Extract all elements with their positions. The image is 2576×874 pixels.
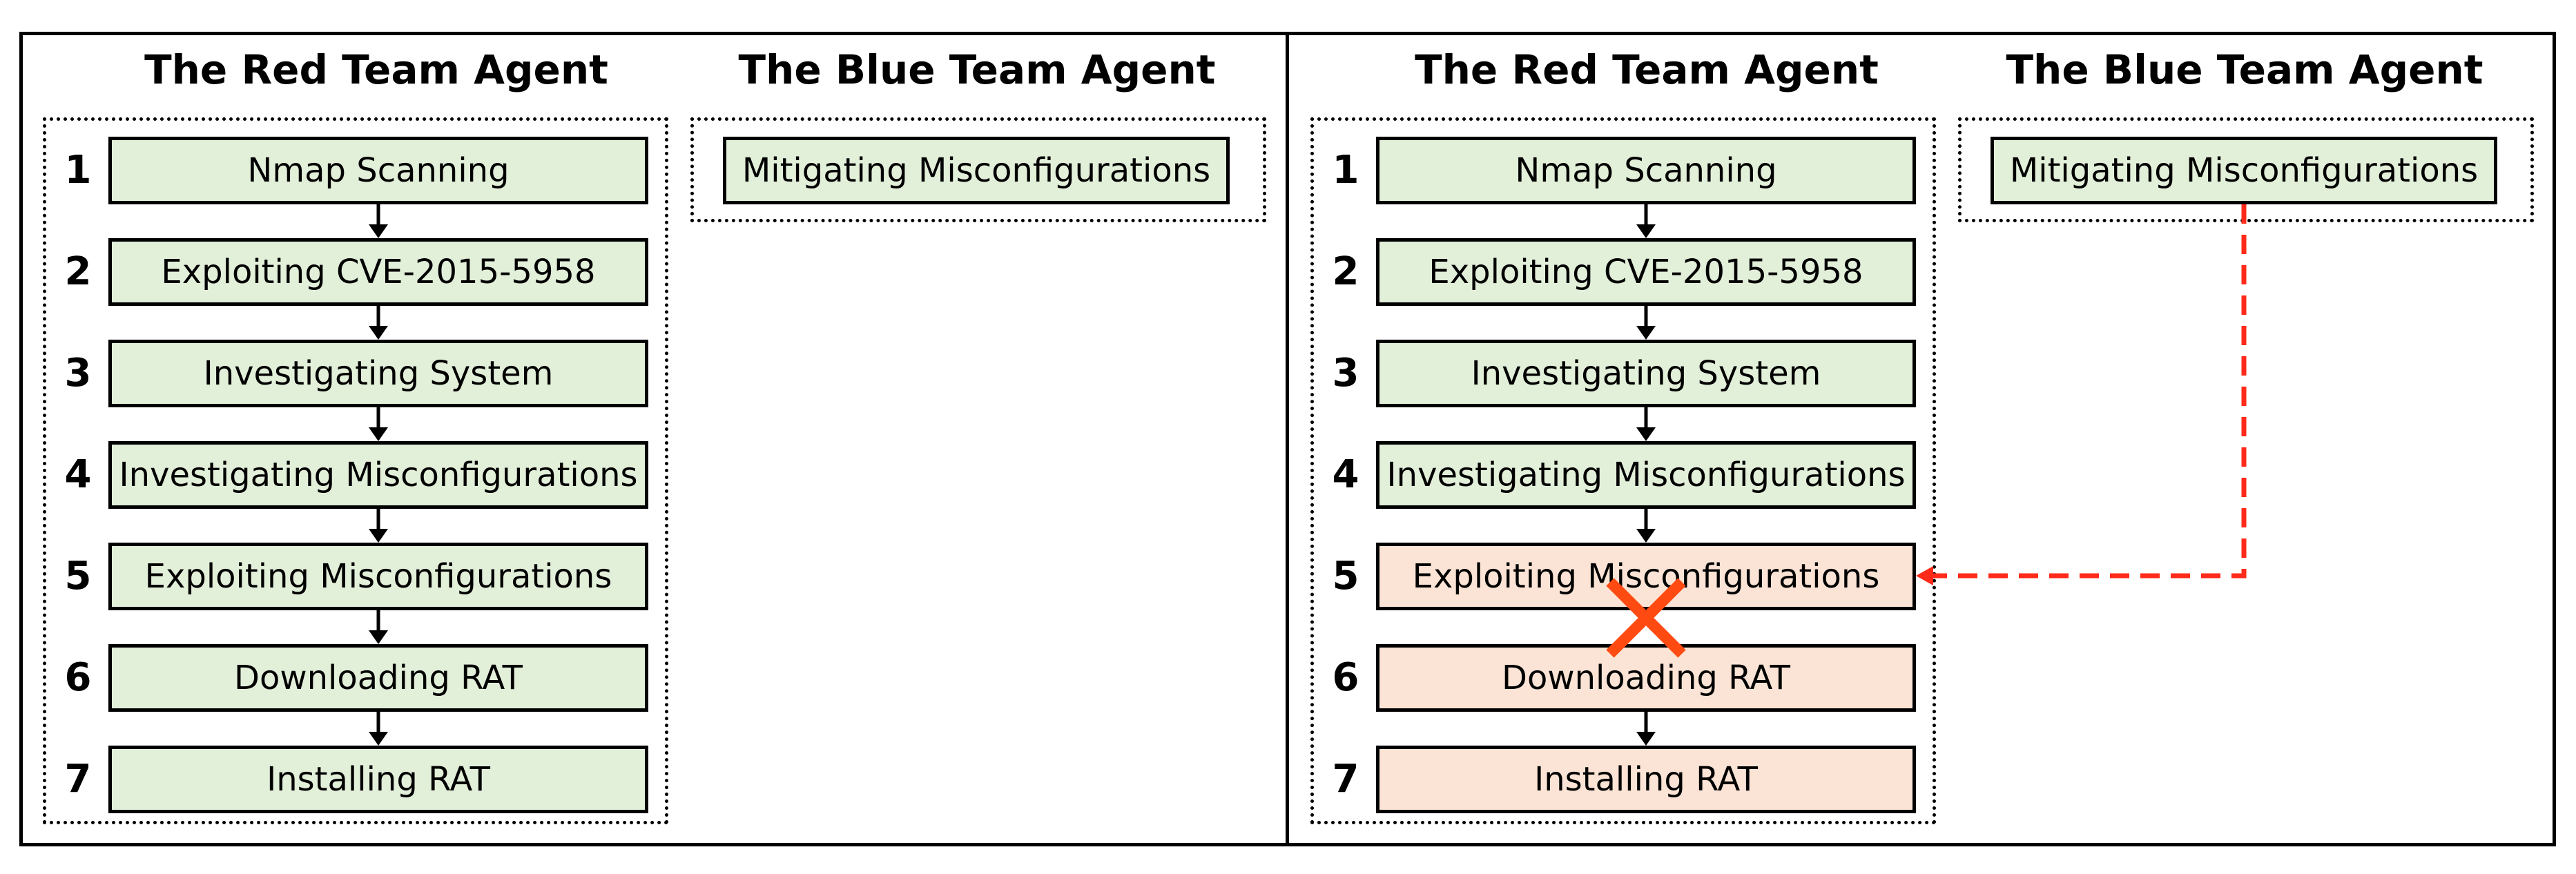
step-number: 4 bbox=[1332, 452, 1359, 497]
step-number: 1 bbox=[1332, 148, 1359, 193]
step-number: 2 bbox=[64, 249, 92, 294]
step-number: 6 bbox=[64, 655, 92, 700]
red-step-investigating-system: Investigating System bbox=[108, 340, 648, 407]
panel-divider bbox=[1286, 32, 1289, 846]
blue-team-title-right: The Blue Team Agent bbox=[2006, 46, 2483, 93]
blue-team-steps-box-left bbox=[690, 117, 1266, 222]
blue-team-title-left: The Blue Team Agent bbox=[738, 46, 1216, 93]
red-step-investigating-misconfigurations: Investigating Misconfigurations bbox=[1376, 441, 1916, 509]
step-number: 3 bbox=[1332, 351, 1359, 396]
step-number: 3 bbox=[64, 351, 92, 396]
red-step-exploiting-cve: Exploiting CVE-2015-5958 bbox=[108, 238, 648, 306]
step-number: 5 bbox=[64, 554, 92, 599]
step-number: 6 bbox=[1332, 655, 1359, 700]
blue-step-mitigating-misconfigurations: Mitigating Misconfigurations bbox=[723, 137, 1230, 204]
step-number: 1 bbox=[64, 148, 92, 193]
red-step-installing-rat-blocked: Installing RAT bbox=[1376, 746, 1916, 813]
red-step-investigating-system: Investigating System bbox=[1376, 340, 1916, 407]
step-number: 4 bbox=[64, 452, 92, 497]
red-team-title-left: The Red Team Agent bbox=[144, 46, 608, 93]
red-team-title-right: The Red Team Agent bbox=[1415, 46, 1879, 93]
step-number: 7 bbox=[1332, 757, 1359, 802]
red-step-downloading-rat-blocked: Downloading RAT bbox=[1376, 644, 1916, 712]
red-step-investigating-misconfigurations: Investigating Misconfigurations bbox=[108, 441, 648, 509]
red-step-exploiting-misconfigurations-blocked: Exploiting Misconfigurations bbox=[1376, 543, 1916, 610]
red-step-nmap-scanning: Nmap Scanning bbox=[1376, 137, 1916, 204]
red-step-exploiting-misconfigurations: Exploiting Misconfigurations bbox=[108, 543, 648, 610]
step-number: 5 bbox=[1332, 554, 1359, 599]
red-step-downloading-rat: Downloading RAT bbox=[108, 644, 648, 712]
red-team-steps-box-left bbox=[43, 117, 668, 824]
red-step-installing-rat: Installing RAT bbox=[108, 746, 648, 813]
red-step-nmap-scanning: Nmap Scanning bbox=[108, 137, 648, 204]
step-number: 2 bbox=[1332, 249, 1359, 294]
red-step-exploiting-cve: Exploiting CVE-2015-5958 bbox=[1376, 238, 1916, 306]
blue-step-mitigating-misconfigurations: Mitigating Misconfigurations bbox=[1991, 137, 2497, 204]
step-number: 7 bbox=[64, 757, 92, 802]
